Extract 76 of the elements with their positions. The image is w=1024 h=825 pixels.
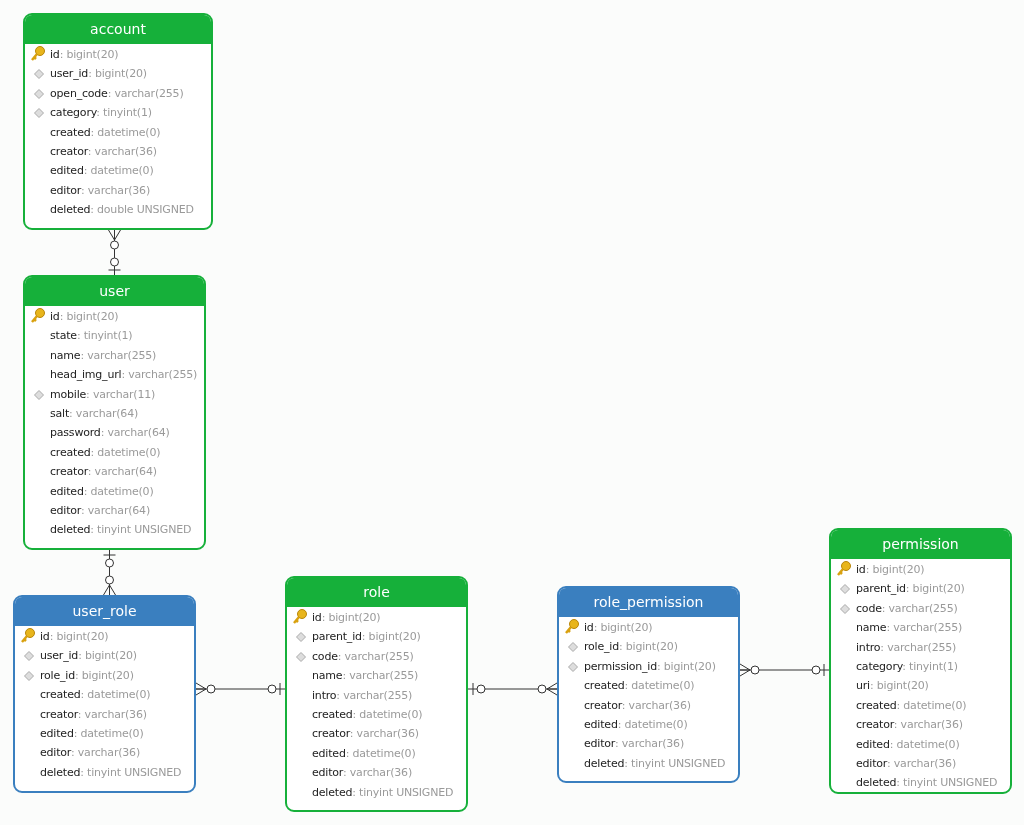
column-field: name: varchar(255) xyxy=(50,347,157,364)
table-title: role_permission xyxy=(559,588,738,617)
column-field: editor: varchar(36) xyxy=(50,182,150,199)
column-field: deleted: double UNSIGNED xyxy=(50,202,194,219)
column-field: created: datetime(0) xyxy=(312,707,423,723)
column-field: user_id: bigint(20) xyxy=(50,66,147,83)
relationship-line xyxy=(739,663,830,677)
column-field: salt: varchar(64) xyxy=(50,406,139,422)
relationship-line xyxy=(195,682,286,696)
column-field: id: bigint(20) xyxy=(312,610,381,626)
table-card xyxy=(23,275,206,550)
column-field: user_id: bigint(20) xyxy=(40,648,137,665)
column-field: creator: varchar(36) xyxy=(584,697,691,714)
column-field: creator: varchar(36) xyxy=(50,144,157,160)
column-field: created: datetime(0) xyxy=(584,678,695,695)
column-field: category: tinyint(1) xyxy=(50,105,152,122)
table-title: user xyxy=(25,277,204,306)
column-field: edited: datetime(0) xyxy=(312,745,416,762)
column-field: open_code: varchar(255) xyxy=(50,85,184,102)
column-field: editor: varchar(36) xyxy=(40,745,140,762)
table-card xyxy=(829,528,1012,794)
column-field: state: tinyint(1) xyxy=(50,328,133,345)
column-field: edited: datetime(0) xyxy=(40,726,144,742)
table-card xyxy=(557,586,740,783)
column-field: edited: datetime(0) xyxy=(584,717,688,733)
column-field: code: varchar(255) xyxy=(312,648,414,665)
column-field: password: varchar(64) xyxy=(50,425,170,442)
column-field: id: bigint(20) xyxy=(856,562,925,578)
column-field: deleted: tinyint UNSIGNED xyxy=(856,775,998,792)
column-field: id: bigint(20) xyxy=(50,47,119,63)
column-field: edited: datetime(0) xyxy=(50,163,154,180)
column-field: code: varchar(255) xyxy=(856,600,958,617)
column-field: role_id: bigint(20) xyxy=(584,639,678,656)
column-field: name: varchar(255) xyxy=(856,620,963,637)
column-field: created: datetime(0) xyxy=(50,124,161,141)
table-title: user_role xyxy=(15,597,194,626)
column-field: created: datetime(0) xyxy=(50,444,161,461)
table-card xyxy=(23,13,213,230)
column-field: name: varchar(255) xyxy=(312,668,419,685)
table-card xyxy=(13,595,196,793)
column-field: editor: varchar(36) xyxy=(856,756,956,772)
column-field: intro: varchar(255) xyxy=(312,687,413,704)
relationship-line xyxy=(467,682,558,696)
column-field: creator: varchar(64) xyxy=(50,464,157,481)
column-field: editor: varchar(64) xyxy=(50,503,150,519)
table-title: account xyxy=(25,15,211,44)
column-field: deleted: tinyint UNSIGNED xyxy=(584,755,726,772)
relationship-line xyxy=(103,549,116,596)
table-title: role xyxy=(287,578,466,607)
column-field: edited: datetime(0) xyxy=(50,483,154,500)
relationship-line xyxy=(108,229,121,276)
column-field: created: datetime(0) xyxy=(40,687,151,704)
column-field: intro: varchar(255) xyxy=(856,639,957,656)
column-field: creator: varchar(36) xyxy=(312,726,419,743)
column-field: creator: varchar(36) xyxy=(40,706,147,723)
column-field: id: bigint(20) xyxy=(40,629,109,645)
column-field: edited: datetime(0) xyxy=(856,736,960,753)
column-field: creator: varchar(36) xyxy=(856,717,963,734)
column-field: deleted: tinyint UNSIGNED xyxy=(40,764,182,781)
table-title: permission xyxy=(831,530,1010,559)
column-field: deleted: tinyint UNSIGNED xyxy=(312,784,454,801)
column-field: permission_id: bigint(20) xyxy=(584,658,716,675)
column-field: head_img_url: varchar(255) xyxy=(50,367,198,384)
column-field: parent_id: bigint(20) xyxy=(856,581,965,598)
column-field: category: tinyint(1) xyxy=(856,659,958,675)
column-field: id: bigint(20) xyxy=(584,620,653,636)
column-field: mobile: varchar(11) xyxy=(50,386,156,403)
column-field: deleted: tinyint UNSIGNED xyxy=(50,522,192,539)
column-field: id: bigint(20) xyxy=(50,309,119,325)
column-field: uri: bigint(20) xyxy=(856,678,929,695)
column-field: parent_id: bigint(20) xyxy=(312,629,421,646)
column-field: created: datetime(0) xyxy=(856,697,967,714)
column-field: role_id: bigint(20) xyxy=(40,667,134,684)
table-card xyxy=(285,576,468,812)
column-field: editor: varchar(36) xyxy=(312,765,412,782)
column-field: editor: varchar(36) xyxy=(584,736,684,753)
